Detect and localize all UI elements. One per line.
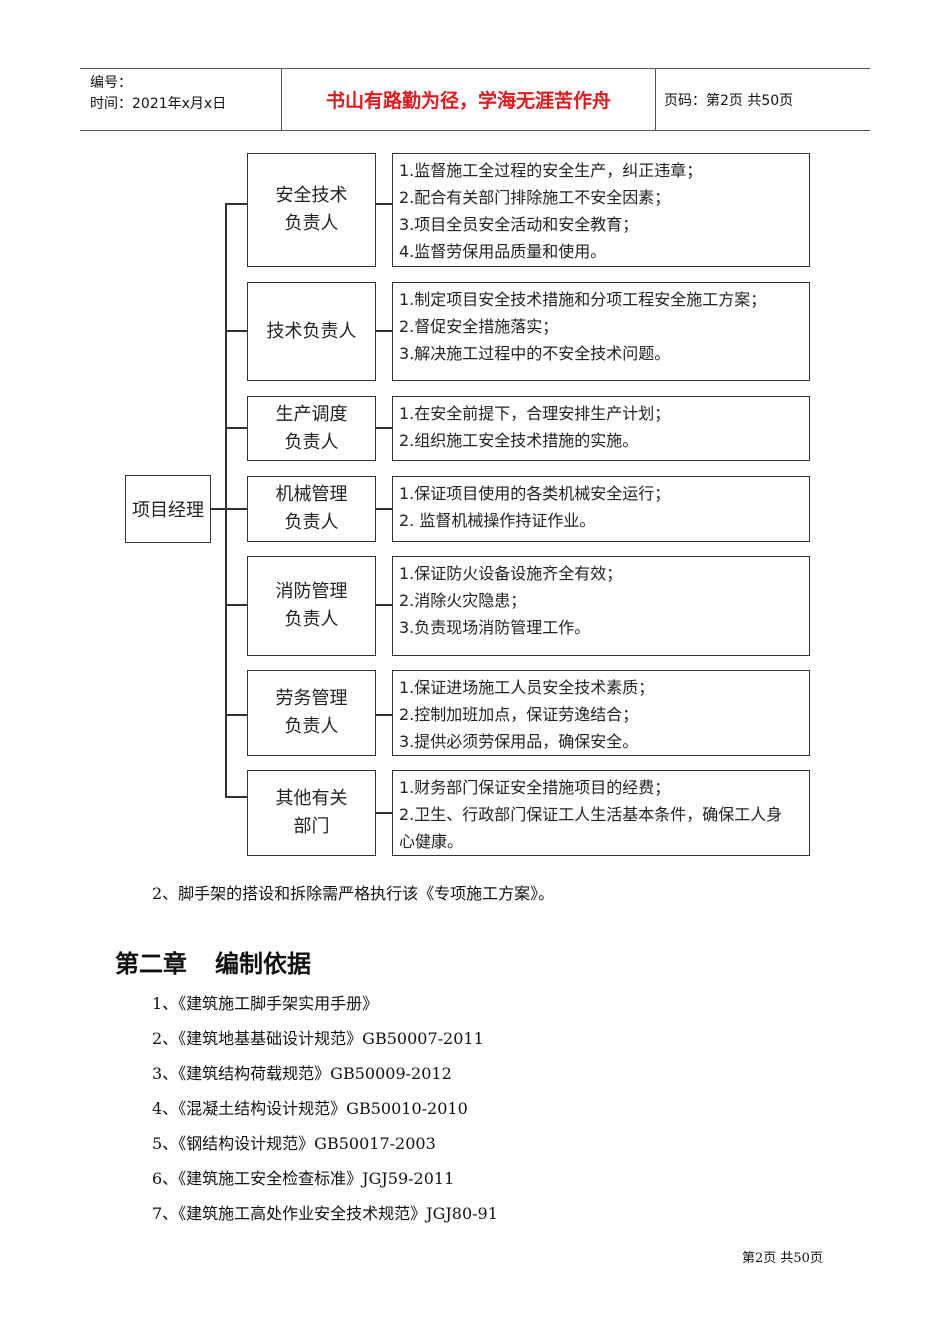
duty-item: 2.消除火灾隐患； xyxy=(399,591,527,610)
org-root-project-manager: 项目经理 xyxy=(125,475,211,543)
connector-line xyxy=(376,427,392,429)
role-name-line: 安全技术 xyxy=(275,185,348,206)
doc-date-label: 时间：2021年x月x日 xyxy=(90,96,227,112)
chapter-title: 编制依据 xyxy=(215,950,311,978)
role-name-line: 负责人 xyxy=(284,213,339,234)
duty-item: 1.保证进场施工人员安全技术素质； xyxy=(399,678,655,697)
org-duty-box: 1.保证项目使用的各类机械安全运行； 2. 监督机械操作持证作业。 xyxy=(392,476,810,542)
duty-item: 2. 监督机械操作持证作业。 xyxy=(399,511,596,530)
org-role-box: 劳务管理负责人 xyxy=(247,670,376,756)
org-duty-box: 1.保证进场施工人员安全技术素质； 2.控制加班加点，保证劳逸结合； 3.提供必… xyxy=(392,670,810,756)
connector-line xyxy=(211,508,226,510)
header-motto: 书山有路勤为径，学海无涯苦作舟 xyxy=(325,90,611,112)
reference-item: 5、《钢结构设计规范》GB50017-2003 xyxy=(152,1134,436,1153)
role-name-line: 负责人 xyxy=(284,716,339,737)
org-role-box: 安全技术负责人 xyxy=(247,153,376,267)
duty-item: 2.组织施工安全技术措施的实施。 xyxy=(399,431,639,450)
duty-item: 2.配合有关部门排除施工不安全因素； xyxy=(399,188,671,207)
role-name-line: 生产调度 xyxy=(275,403,348,425)
connector-line xyxy=(225,427,247,429)
connector-line xyxy=(225,714,247,716)
org-role-box: 其他有关部门 xyxy=(247,770,376,856)
connector-line xyxy=(225,203,247,205)
duty-item: 3.负责现场消防管理工作。 xyxy=(399,618,591,637)
header-divider xyxy=(281,69,282,130)
connector-line xyxy=(376,203,392,205)
duty-item: 1.制定项目安全技术措施和分项工程安全施工方案； xyxy=(399,290,767,309)
org-role-box: 机械管理负责人 xyxy=(247,476,376,542)
role-name-line: 其他有关 xyxy=(275,788,348,809)
role-name-line: 机械管理 xyxy=(275,484,348,505)
duty-item: 3.解决施工过程中的不安全技术问题。 xyxy=(399,344,671,363)
role-name-line: 部门 xyxy=(293,816,330,837)
connector-line xyxy=(376,330,392,332)
reference-item: 4、《混凝土结构设计规范》GB50010-2010 xyxy=(152,1099,468,1118)
connector-line xyxy=(376,714,392,716)
chapter-number: 第二章 xyxy=(115,950,187,978)
chapter-heading: 第二章编制依据 xyxy=(115,944,311,979)
connector-trunk xyxy=(225,203,227,797)
reference-item: 7、《建筑施工高处作业安全技术规范》JGJ80-91 xyxy=(152,1204,498,1223)
duty-item: 2.督促安全措施落实； xyxy=(399,317,559,336)
org-duty-box: 1.制定项目安全技术措施和分项工程安全施工方案； 2.督促安全措施落实； 3.解… xyxy=(392,282,810,381)
role-name-line: 负责人 xyxy=(284,431,339,453)
org-duty-box: 1.财务部门保证安全措施项目的经费； 2.卫生、行政部门保证工人生活基本条件，确… xyxy=(392,770,810,856)
page-footer: 第2页 共50页 xyxy=(742,1251,823,1266)
duty-item: 1.监督施工全过程的安全生产，纠正违章； xyxy=(399,161,703,180)
connector-line xyxy=(376,604,392,606)
role-name-line: 负责人 xyxy=(284,512,339,533)
role-name-line: 劳务管理 xyxy=(275,688,348,709)
header-page-number: 页码：第2页 共50页 xyxy=(664,93,794,109)
duty-item: 1.保证防火设备设施齐全有效； xyxy=(399,564,623,583)
reference-item: 1、《建筑施工脚手架实用手册》 xyxy=(152,994,379,1013)
org-duty-box: 1.在安全前提下，合理安排生产计划； 2.组织施工安全技术措施的实施。 xyxy=(392,396,810,461)
header-divider xyxy=(655,69,656,130)
org-duty-box: 1.监督施工全过程的安全生产，纠正违章； 2.配合有关部门排除施工不安全因素； … xyxy=(392,153,810,267)
connector-line xyxy=(225,508,247,510)
doc-number-label: 编号： xyxy=(90,75,132,91)
duty-item: 2.卫生、行政部门保证工人生活基本条件，确保工人身 xyxy=(399,805,783,824)
header-meta: 编号： 时间：2021年x月x日 xyxy=(90,73,226,115)
duty-item: 1.保证项目使用的各类机械安全运行； xyxy=(399,484,671,503)
duty-item: 心健康。 xyxy=(399,832,464,851)
org-duty-box: 1.保证防火设备设施齐全有效； 2.消除火灾隐患； 3.负责现场消防管理工作。 xyxy=(392,556,810,656)
page-header: 编号： 时间：2021年x月x日 书山有路勤为径，学海无涯苦作舟 页码：第2页 … xyxy=(80,68,870,131)
duty-item: 4.监督劳保用品质量和使用。 xyxy=(399,242,607,261)
connector-line xyxy=(376,812,392,814)
reference-item: 2、《建筑地基基础设计规范》GB50007-2011 xyxy=(152,1029,484,1048)
duty-item: 1.在安全前提下，合理安排生产计划； xyxy=(399,404,671,423)
role-name-line: 技术负责人 xyxy=(266,320,357,342)
scaffold-note: 2、脚手架的搭设和拆除需严格执行该《专项施工方案》。 xyxy=(152,884,555,903)
duty-item: 1.财务部门保证安全措施项目的经费； xyxy=(399,778,671,797)
duty-item: 3.项目全员安全活动和安全教育； xyxy=(399,215,639,234)
org-role-box: 生产调度负责人 xyxy=(247,396,376,461)
connector-line xyxy=(225,330,247,332)
connector-line xyxy=(376,508,392,510)
reference-item: 3、《建筑结构荷载规范》GB50009-2012 xyxy=(152,1064,452,1083)
org-role-box: 技术负责人 xyxy=(247,282,376,381)
duty-item: 3.提供必须劳保用品，确保安全。 xyxy=(399,732,639,751)
reference-item: 6、《建筑施工安全检查标准》JGJ59-2011 xyxy=(152,1169,455,1188)
connector-line xyxy=(225,604,247,606)
role-name-line: 负责人 xyxy=(284,609,339,630)
duty-item: 2.控制加班加点，保证劳逸结合； xyxy=(399,705,639,724)
role-name-line: 消防管理 xyxy=(275,581,348,602)
connector-line xyxy=(225,796,247,798)
org-role-box: 消防管理负责人 xyxy=(247,556,376,656)
